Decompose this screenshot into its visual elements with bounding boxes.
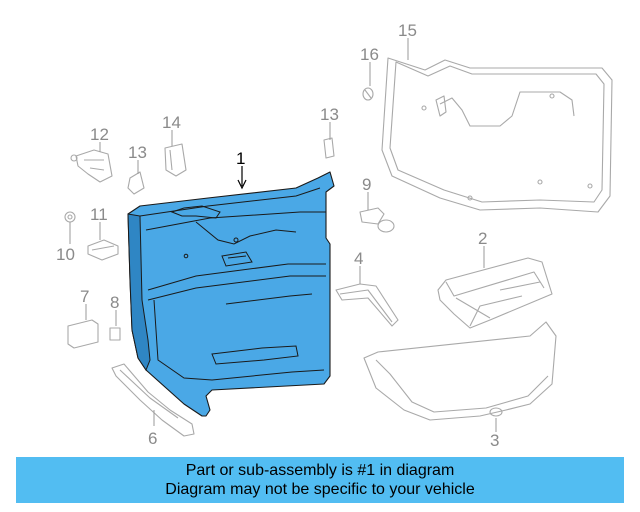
info-banner: Part or sub-assembly is #1 in diagram Di…: [16, 457, 624, 503]
callout-11: 11: [90, 205, 108, 224]
part-1-main-shape: [127, 171, 335, 417]
callout-15: 15: [398, 21, 417, 40]
part-14-bracket: [164, 143, 187, 177]
callout-7: 7: [80, 287, 89, 306]
callout-8: 8: [110, 293, 119, 312]
part-3-pocket: [363, 321, 557, 421]
callout-6: 6: [148, 429, 157, 448]
parts-diagram: 1 15 16 14 13 12 13 11 10 9 4 2 7 8 6 3: [56, 21, 613, 450]
part-13-clip-a: [323, 137, 335, 159]
part-7-reflector: [67, 319, 99, 349]
callout-3: 3: [490, 431, 499, 450]
part-12-handle: [70, 149, 113, 183]
callout-13-right: 13: [320, 105, 339, 124]
callout-14: 14: [162, 113, 181, 132]
banner-line-2: Diagram may not be specific to your vehi…: [165, 481, 475, 498]
callout-1: 1: [236, 149, 245, 168]
banner-line-1: Part or sub-assembly is #1 in diagram: [185, 462, 455, 479]
part-1-front-edge: [127, 213, 151, 372]
callout-2: 2: [478, 229, 487, 248]
part-6-strip: [111, 363, 195, 437]
part-13-clip-b: [127, 171, 145, 195]
part-2-armrest: [437, 257, 553, 329]
callout-numbers: 1 15 16 14 13 12 13 11 10 9 4 2 7 8 6 3: [56, 21, 499, 450]
leader-lines: [69, 38, 497, 432]
callout-16: 16: [360, 45, 379, 64]
callout-10: 10: [56, 245, 75, 264]
part-9-fastener: [359, 207, 395, 233]
callout-9: 9: [362, 175, 371, 194]
part-11-switch: [87, 239, 119, 261]
part-4-bracket: [335, 283, 399, 327]
callout-13-left: 13: [128, 143, 147, 162]
part-15-inner-panel: [381, 57, 613, 213]
part-1-door-trim-panel: [127, 171, 335, 417]
part-10-clip: [64, 211, 76, 223]
part-8-cap: [109, 327, 121, 341]
callout-4: 4: [354, 249, 363, 268]
part-16-clip: [362, 87, 374, 101]
callout-12: 12: [90, 125, 109, 144]
